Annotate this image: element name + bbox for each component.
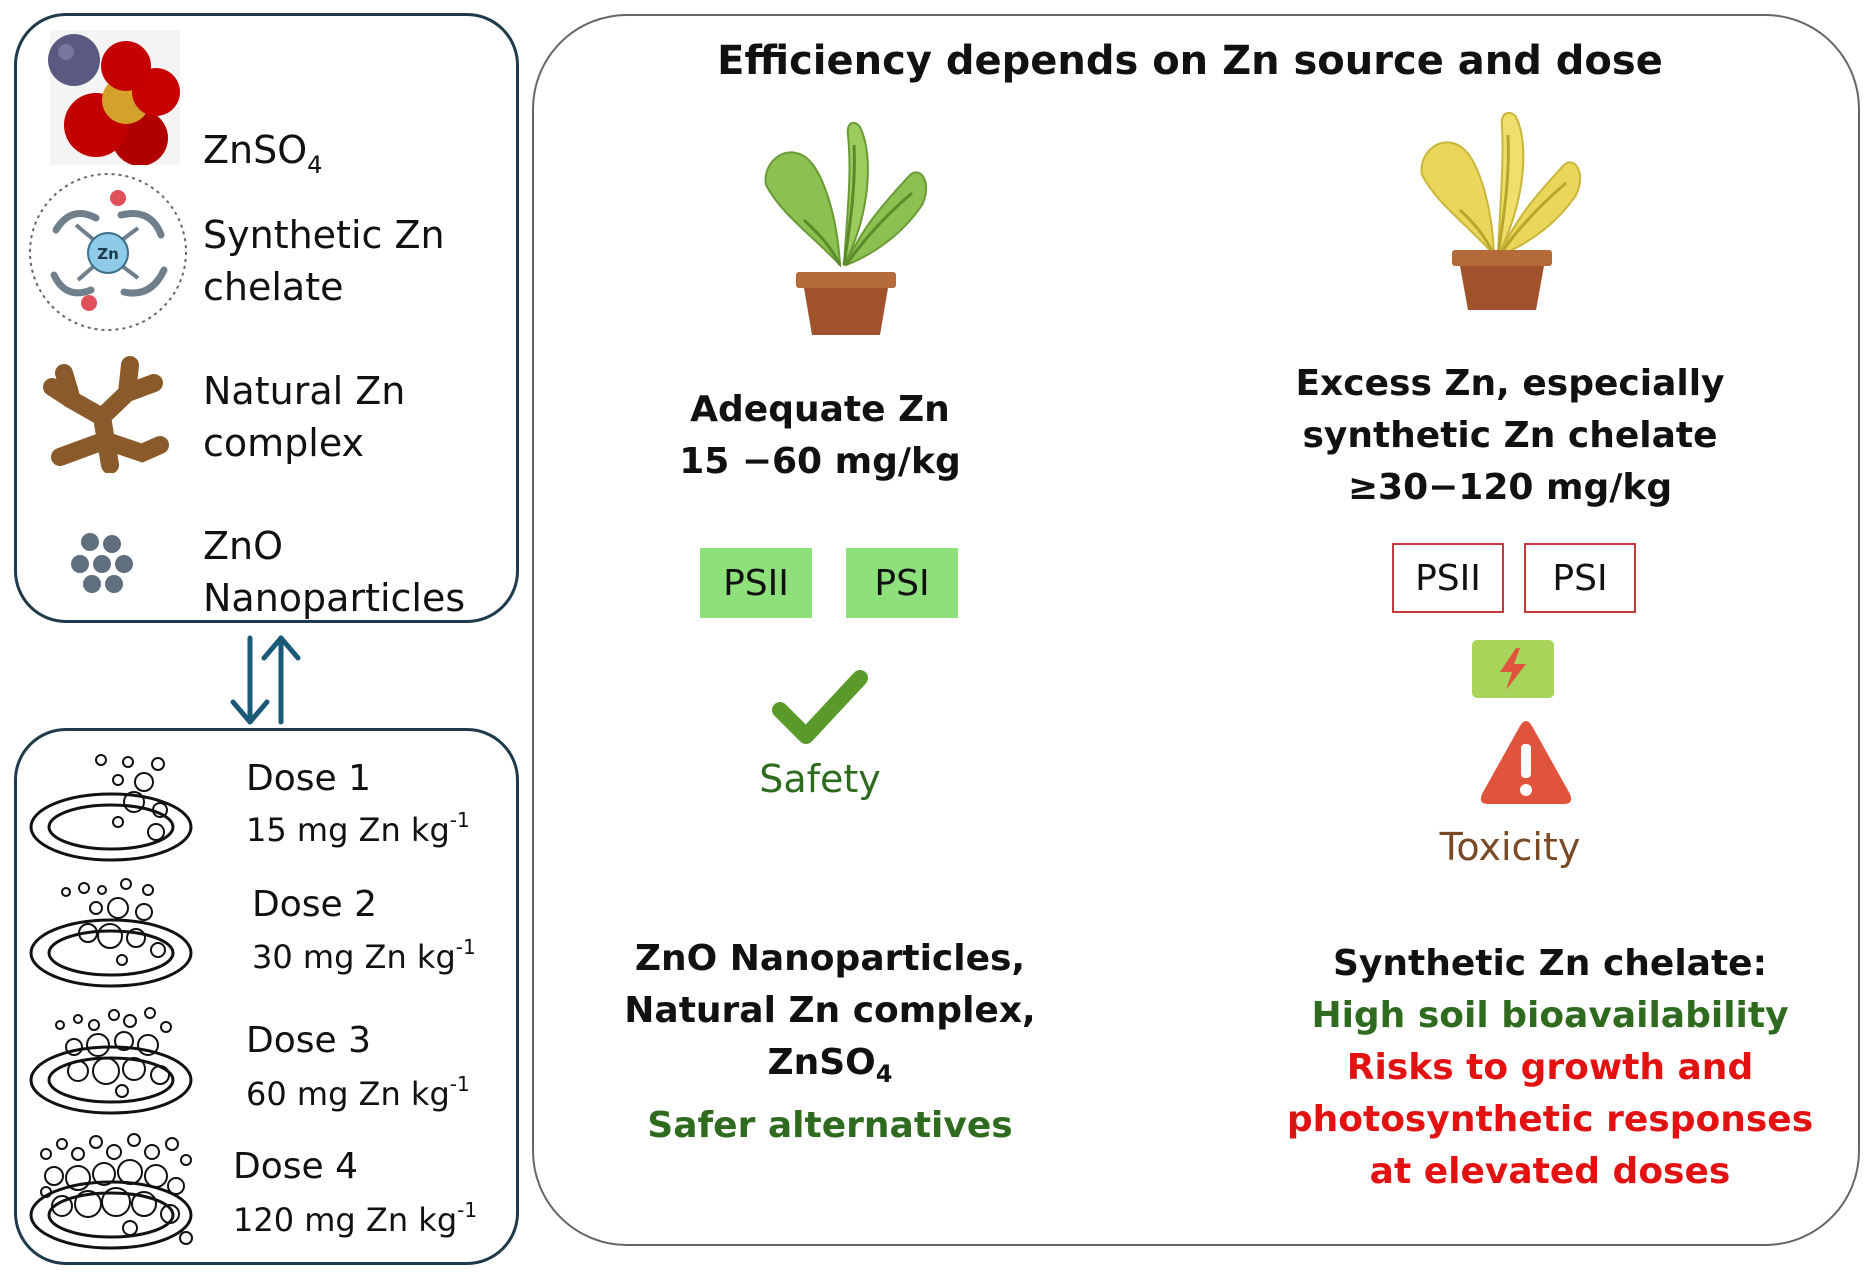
dose-2-amount: 30 mg Zn kg-1 bbox=[252, 935, 476, 976]
svg-text:Zn: Zn bbox=[97, 245, 119, 263]
safe-sources-text: ZnO Nanoparticles, Natural Zn complex, Z… bbox=[624, 938, 1036, 1147]
excess-zn-heading: Excess Zn, especially synthetic Zn chela… bbox=[1295, 363, 1725, 508]
dose-1-amount: 15 mg Zn kg-1 bbox=[246, 808, 470, 849]
synthetic-chelate-icon: Zn bbox=[29, 173, 187, 331]
psi-active-badge: PSI bbox=[846, 548, 958, 618]
psii-damaged-badge: PSII bbox=[1392, 543, 1504, 613]
nanoparticles-icon bbox=[71, 533, 133, 593]
safety-label: Safety bbox=[759, 757, 881, 801]
doses-panel bbox=[14, 728, 519, 1265]
synthetic-chelate-risks-text: Synthetic Zn chelate: High soil bioavail… bbox=[1286, 943, 1814, 1192]
dose-4-amount: 120 mg Zn kg-1 bbox=[233, 1198, 478, 1239]
check-icon bbox=[772, 670, 868, 744]
dose-3-dish-icon bbox=[29, 1007, 193, 1115]
dose-2-title: Dose 2 bbox=[252, 884, 377, 925]
source-label-synthetic-chelate: Synthetic Zn chelate bbox=[203, 213, 445, 309]
lightning-battery-icon bbox=[1472, 640, 1554, 698]
dose-3-title: Dose 3 bbox=[246, 1020, 371, 1061]
psii-active-badge: PSII bbox=[700, 548, 812, 618]
dose-3-amount: 60 mg Zn kg-1 bbox=[246, 1072, 470, 1113]
source-label-zno-nanoparticles: ZnO Nanoparticles bbox=[203, 524, 466, 620]
adequate-zn-heading: Adequate Zn 15 −60 mg/kg bbox=[679, 389, 961, 482]
toxicity-label: Toxicity bbox=[1439, 825, 1581, 869]
dose-4-title: Dose 4 bbox=[233, 1146, 358, 1187]
warning-icon bbox=[1480, 721, 1572, 804]
effects-panel bbox=[532, 14, 1860, 1246]
dose-4-dish-icon bbox=[29, 1133, 193, 1250]
zinc-sulfate-molecule-icon bbox=[48, 30, 180, 165]
psi-damaged-badge: PSI bbox=[1524, 543, 1636, 613]
stressed-plant-icon bbox=[1420, 111, 1582, 310]
dose-2-dish-icon bbox=[29, 878, 193, 988]
natural-complex-icon bbox=[43, 356, 169, 473]
dose-1-dish-icon bbox=[29, 754, 193, 862]
source-label-natural-complex: Natural Zn complex bbox=[203, 369, 406, 465]
dose-1-title: Dose 1 bbox=[246, 758, 371, 799]
source-label-znso4: ZnSO4 bbox=[203, 128, 323, 179]
main-title: Efficiency depends on Zn source and dose bbox=[717, 38, 1663, 84]
healthy-plant-icon bbox=[764, 121, 928, 335]
exchange-arrows-icon bbox=[230, 635, 301, 725]
